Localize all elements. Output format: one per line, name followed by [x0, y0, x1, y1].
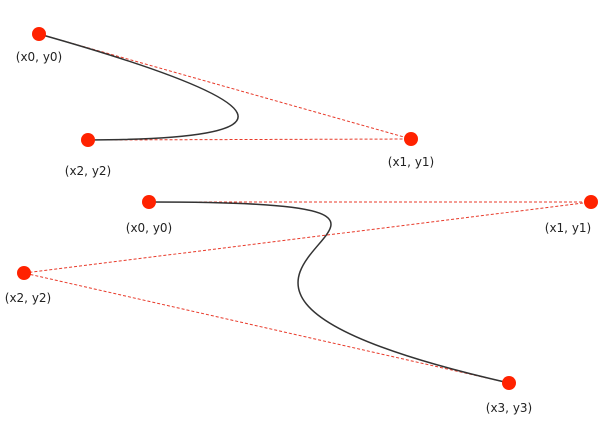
- quadratic-curve: [38, 33, 239, 141]
- cubic-curve: [148, 201, 510, 384]
- cubic-control-polygon: [23, 201, 592, 384]
- cubic-label-p0: (x0, y0): [126, 221, 172, 235]
- cubic-label-p2: (x2, y2): [5, 291, 51, 305]
- quadratic-point-p1: [404, 132, 418, 146]
- cubic-bezier: (x0, y0) (x1, y1) (x2, y2) (x3, y3): [5, 195, 598, 415]
- cubic-point-p1: [584, 195, 598, 209]
- quadratic-point-p2: [81, 133, 95, 147]
- quadratic-bezier: (x0, y0) (x1, y1) (x2, y2): [16, 27, 434, 178]
- cubic-point-p0: [142, 195, 156, 209]
- cubic-point-p3: [502, 376, 516, 390]
- quadratic-label-p2: (x2, y2): [65, 164, 111, 178]
- quadratic-label-p0: (x0, y0): [16, 50, 62, 64]
- quadratic-label-p1: (x1, y1): [388, 155, 434, 169]
- cubic-label-p3: (x3, y3): [486, 401, 532, 415]
- quadratic-point-p0: [32, 27, 46, 41]
- cubic-point-p2: [17, 266, 31, 280]
- cubic-label-p1: (x1, y1): [545, 221, 591, 235]
